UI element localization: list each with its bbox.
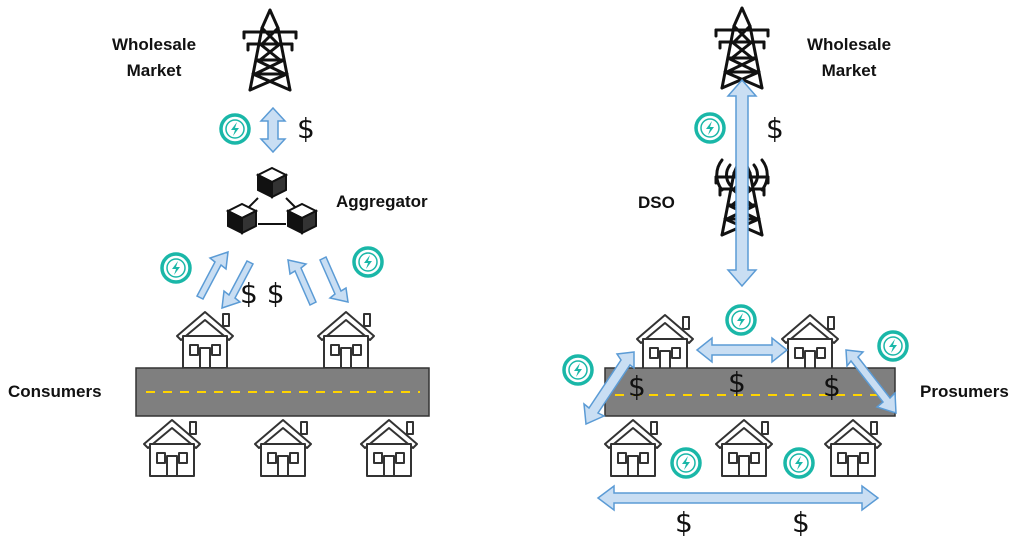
right-energy-bolt-icon-top — [694, 112, 726, 144]
right-tower-icon — [714, 6, 770, 90]
left-energy-bolt-icon-top — [219, 113, 251, 145]
right-road — [604, 367, 896, 417]
right-wholesale-market-label-line2: Market — [821, 61, 877, 80]
left-wholesale-market-label: Wholesale Market — [100, 32, 208, 84]
left-market-aggregator-arrow — [259, 106, 287, 154]
right-wholesale-market-label: Wholesale Market — [795, 32, 903, 84]
left-wholesale-market-label-line1: Wholesale — [111, 35, 197, 54]
right-energy-bolt-icon — [877, 330, 909, 362]
right-house-icon — [824, 419, 882, 477]
right-bottom-dollar: $ — [792, 506, 810, 539]
left-tower-icon — [242, 8, 298, 92]
right-road-dollar: $ — [628, 370, 646, 403]
left-road — [135, 367, 430, 417]
left-energy-bolt-icon-right — [352, 246, 384, 278]
left-market-dollar: $ — [297, 112, 315, 145]
left-house-icon — [176, 311, 234, 369]
left-house-icon — [317, 311, 375, 369]
left-aggregator-dollars: $ $ — [240, 277, 285, 310]
left-house-icon — [143, 419, 201, 477]
right-house-icon — [715, 419, 773, 477]
right-house-icon — [781, 314, 839, 372]
right-house-icon — [604, 419, 662, 477]
left-aggregator-house-arrows — [195, 250, 349, 310]
right-road-dollar: $ — [728, 366, 746, 399]
left-energy-bolt-icon-left — [160, 252, 192, 284]
right-energy-bolt-icon — [562, 354, 594, 386]
prosumers-label: Prosumers — [920, 382, 1009, 401]
dso-radio-tower-icon — [714, 153, 770, 237]
right-market-prosumers-arrow — [726, 78, 758, 288]
left-house-icon — [360, 419, 418, 477]
right-energy-bolt-icon — [783, 447, 815, 479]
left-house-icon — [254, 419, 312, 477]
consumers-label: Consumers — [8, 382, 102, 401]
right-bottom-dollar: $ — [675, 506, 693, 539]
dso-label: DSO — [638, 193, 675, 212]
left-wholesale-market-label-line2: Market — [126, 61, 182, 80]
right-road-dollar: $ — [823, 370, 841, 403]
aggregator-label: Aggregator — [336, 192, 428, 211]
right-energy-bolt-icon — [725, 304, 757, 336]
right-market-dollar: $ — [766, 112, 784, 145]
right-energy-bolt-icon — [670, 447, 702, 479]
right-wholesale-market-label-line1: Wholesale — [806, 35, 892, 54]
right-p2p-arrows — [583, 336, 897, 512]
aggregator-cubes-icon — [225, 166, 319, 235]
right-house-icon — [636, 314, 694, 372]
